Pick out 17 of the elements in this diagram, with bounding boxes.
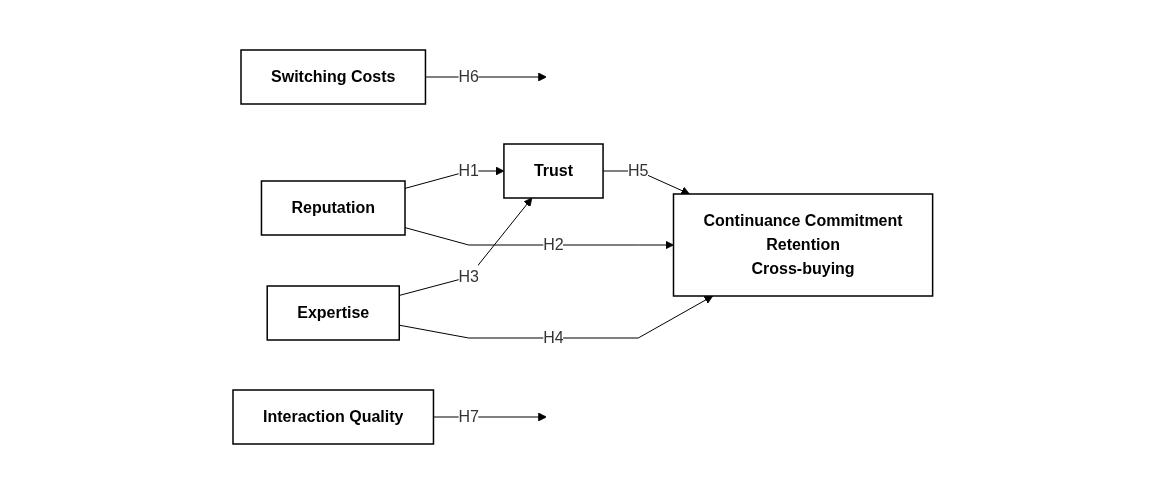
node-box: Continuance Commitment Retention Cross-buying <box>672 192 934 297</box>
edge-label: H3 <box>458 267 479 285</box>
node-box: Expertise <box>266 284 400 341</box>
node-box: Interaction Quality <box>231 388 434 445</box>
edge-label: H7 <box>458 407 479 425</box>
arrow <box>404 166 504 189</box>
edge-label: H1 <box>458 161 479 179</box>
node-box: Switching Costs <box>239 48 426 105</box>
node-box: Reputation <box>260 179 406 236</box>
edge-label: H2 <box>542 235 564 253</box>
edge-label: H4 <box>542 328 564 346</box>
node-box: Trust <box>502 142 604 199</box>
edge-label: H6 <box>458 67 479 85</box>
arrow <box>398 295 713 338</box>
edge-label: H5 <box>627 161 649 179</box>
arrow <box>404 226 674 249</box>
arrow <box>398 197 532 296</box>
